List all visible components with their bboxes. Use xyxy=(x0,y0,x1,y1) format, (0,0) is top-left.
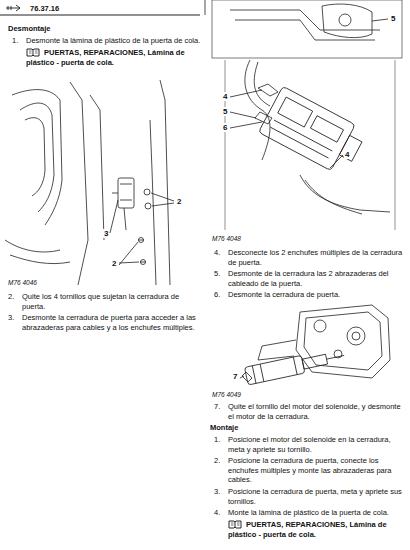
door-lock-harness-figure xyxy=(212,0,402,230)
step-number: 3. xyxy=(8,313,22,323)
reference-icon xyxy=(26,48,41,57)
step-text: Posicione la cerradura de puerta, conect… xyxy=(228,456,404,485)
step-number: 6. xyxy=(214,290,228,300)
callout-number: 5 xyxy=(390,14,396,23)
figure-code: M76 4049 xyxy=(212,390,241,400)
step-number: 1. xyxy=(214,435,228,445)
reference-text: PUERTAS, REPARACIONES, Lámina de plástic… xyxy=(228,520,387,539)
step-text: Desmonte de la cerradura las 2 abrazader… xyxy=(228,269,404,288)
reference-icon xyxy=(228,520,243,529)
callout-number: 3 xyxy=(103,229,109,238)
callout-number: 5 xyxy=(222,107,228,116)
step-text: Desmonte la cerradura de puerta. xyxy=(228,290,404,300)
step-number: 2. xyxy=(8,292,22,302)
step-number: 4. xyxy=(214,508,228,518)
reference-text: PUERTAS, REPARACIONES, Lámina de plástic… xyxy=(228,520,402,539)
callout-number: 6 xyxy=(222,123,228,132)
callout-number: 2 xyxy=(176,197,182,206)
callout-number: 7 xyxy=(232,372,238,381)
step-number: 5. xyxy=(214,269,228,279)
callout-number: 4 xyxy=(222,92,228,101)
step-number: 4. xyxy=(214,248,228,258)
section-heading: Desmontaje xyxy=(8,24,128,34)
step-text: Posicione la cerradura de puerta, meta y… xyxy=(228,487,404,506)
step-number: 1. xyxy=(12,36,26,46)
step-text: Desmonte la lámina de plástico de la pue… xyxy=(26,36,202,46)
step-text: Posicione el motor del solenoide en la c… xyxy=(228,435,404,454)
step-text: Desconecte los 2 enchufes múltiples de l… xyxy=(228,248,404,267)
section-code: 76.37.16 xyxy=(30,4,110,14)
figure-code: M76 4048 xyxy=(212,234,241,244)
step-text: Desmonte la cerradura de puerta para acc… xyxy=(22,313,202,332)
step-text: Monte la lámina de plástico de la puerta… xyxy=(228,508,404,518)
reference-text: PUERTAS, REPARACIONES, Lámina de plástic… xyxy=(26,48,185,67)
callout-number: 2 xyxy=(111,259,117,268)
step-number: 2. xyxy=(214,456,228,466)
tailgate-frame-figure xyxy=(5,80,174,285)
step-text: Quite los 4 tornillos que sujetan la cer… xyxy=(22,292,202,311)
figure-code: M76 4046 xyxy=(8,278,37,288)
section-heading: Montaje xyxy=(210,423,330,433)
reference-text: PUERTAS, REPARACIONES, Lámina de plástic… xyxy=(26,48,202,67)
step-text: Quite el tornillo del motor del solenoid… xyxy=(228,402,404,421)
callout-number: 4 xyxy=(344,150,350,159)
step-number: 3. xyxy=(214,487,228,497)
lock-solenoid-figure xyxy=(240,305,390,385)
step-number: 7. xyxy=(214,402,228,412)
